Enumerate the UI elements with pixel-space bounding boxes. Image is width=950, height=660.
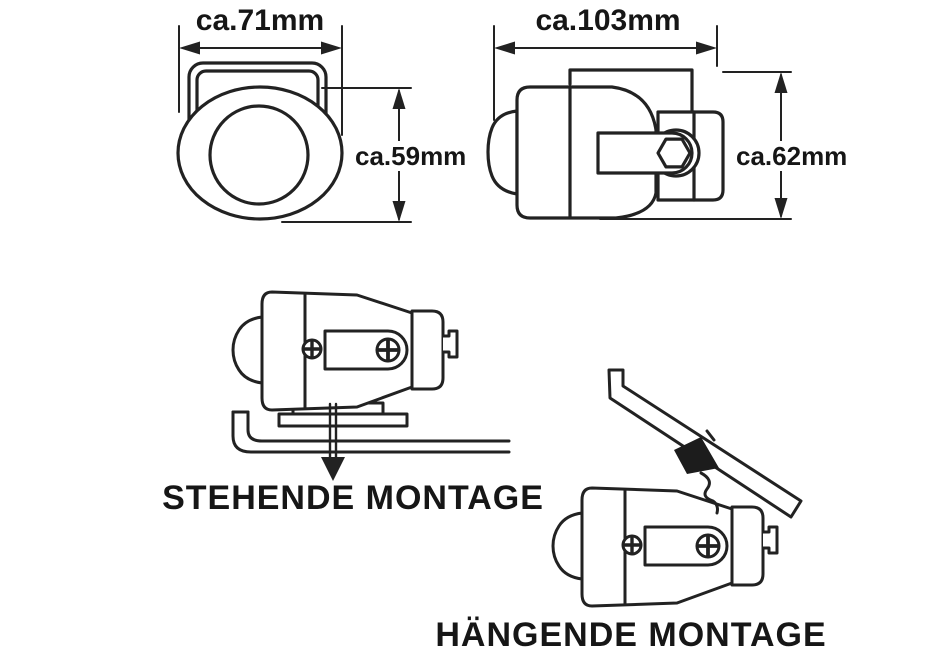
side-view-drawing [486,25,792,220]
front-lamp-lens [208,104,310,206]
front-view-height-label: ca.59mm [352,141,470,171]
standing-mount-label: STEHENDE MONTAGE [162,479,544,517]
front-view-width-label: ca.71mm [195,4,325,37]
hanging-clamp-tick [705,429,716,442]
hex-bolt-icon [656,137,692,169]
hanging-joint [699,471,719,515]
side-lamp-body [515,85,658,220]
hanging-mount-drawing [551,368,803,608]
side-view-width-label: ca.103mm [535,4,681,37]
standing-mount-drawing [231,290,511,481]
standing-mount-bar [231,410,511,454]
side-view-height-label: ca.62mm [733,141,851,171]
hanging-mount-bar [607,368,803,519]
hanging-mount-label: HÄNGENDE MONTAGE [435,616,827,654]
side-mounting-plate [568,68,694,112]
front-width-dimension-arrow [178,25,343,136]
front-view-drawing [176,25,412,223]
standing-lamp [231,290,459,412]
standing-foot-plate-lower [277,412,409,428]
standing-direction-arrow [321,402,345,481]
side-lens-dome [486,109,519,196]
side-width-dimension-arrow [493,25,718,121]
hanging-clamp-shadow [674,437,719,474]
hanging-lamp [551,486,779,608]
